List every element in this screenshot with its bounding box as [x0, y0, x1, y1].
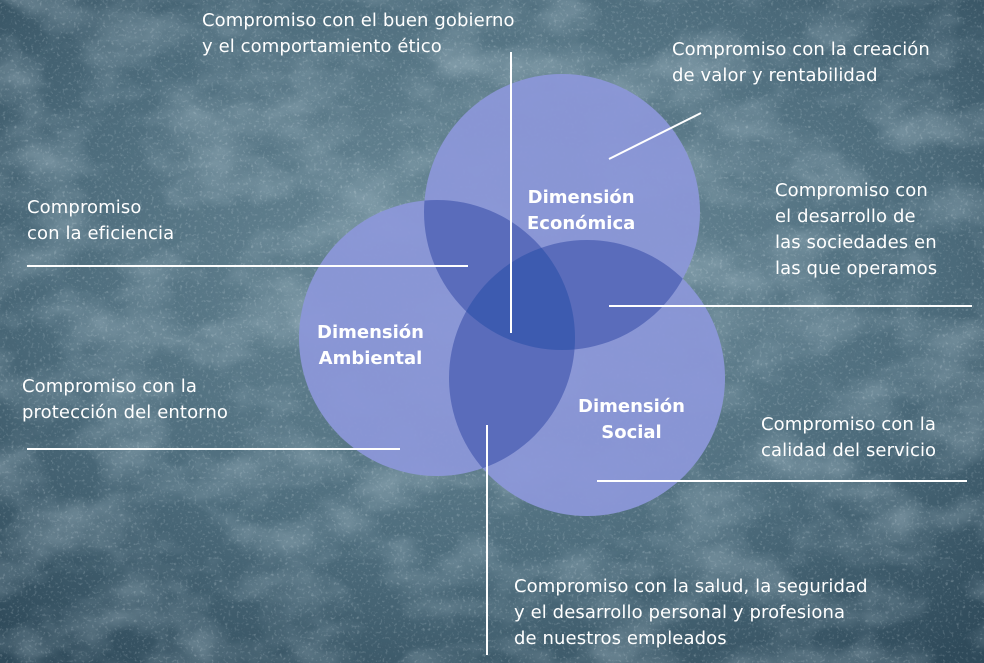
label-buen-gobierno: Compromiso con el buen gobierno y el com…	[202, 10, 515, 57]
label-empleados: Compromiso con la salud, la seguridad y …	[514, 576, 868, 649]
label-dimension-economica: Dimensión Económica	[527, 187, 636, 234]
line-valor	[608, 112, 702, 160]
overlap-center	[449, 240, 575, 350]
connector-lines	[27, 52, 972, 655]
venn-circles	[299, 74, 725, 516]
label-dimension-social: Dimensión Social	[578, 396, 685, 443]
label-sociedades: Compromiso con el desarrollo de las soci…	[775, 180, 938, 279]
label-creacion-valor: Compromiso con la creación de valor y re…	[672, 39, 930, 86]
label-dimension-ambiental: Dimensión Ambiental	[317, 322, 424, 369]
label-proteccion-entorno: Compromiso con la protección del entorno	[22, 376, 228, 423]
label-eficiencia: Compromiso con la eficiencia	[27, 197, 175, 244]
label-calidad-servicio: Compromiso con la calidad del servicio	[761, 414, 937, 461]
